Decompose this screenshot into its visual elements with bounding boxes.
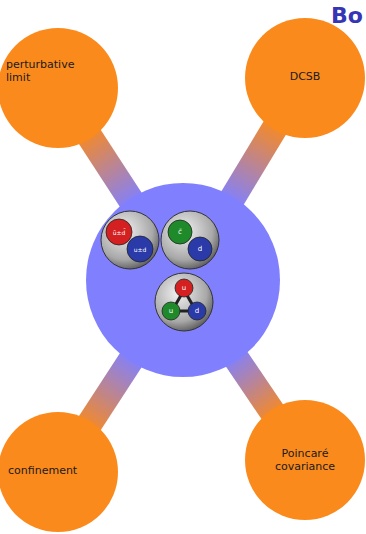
quark-label: u±d bbox=[134, 246, 147, 253]
title-fragment: Bo bbox=[331, 2, 363, 27]
quark bbox=[188, 302, 206, 320]
hadron-sphere bbox=[155, 273, 213, 331]
hadron-sphere bbox=[161, 211, 219, 269]
quark bbox=[188, 237, 212, 261]
quark-label: u bbox=[182, 284, 186, 292]
quark bbox=[175, 279, 193, 297]
topic-text: confinement bbox=[8, 464, 98, 477]
quark-label: d bbox=[195, 307, 199, 315]
topic-text: Poincaré covariance bbox=[265, 447, 345, 473]
topic-circle: perturbative limit bbox=[0, 28, 118, 148]
quark bbox=[168, 220, 192, 244]
topic-circle: Poincaré covariance bbox=[245, 400, 365, 520]
quark-label: ū±d̄ bbox=[113, 229, 126, 236]
topic-circle: confinement bbox=[0, 412, 118, 532]
topic-circle: DCSB bbox=[245, 18, 365, 138]
quark-label: c̄ bbox=[178, 228, 182, 236]
topic-text: DCSB bbox=[260, 70, 350, 83]
quark-label: d bbox=[198, 245, 202, 253]
quark bbox=[106, 219, 132, 245]
quark bbox=[127, 236, 153, 262]
topic-text: perturbative limit bbox=[6, 58, 86, 84]
quark-label: u bbox=[169, 307, 173, 315]
center-circle bbox=[86, 183, 280, 377]
quark bbox=[162, 302, 180, 320]
hadron-sphere bbox=[101, 211, 159, 269]
